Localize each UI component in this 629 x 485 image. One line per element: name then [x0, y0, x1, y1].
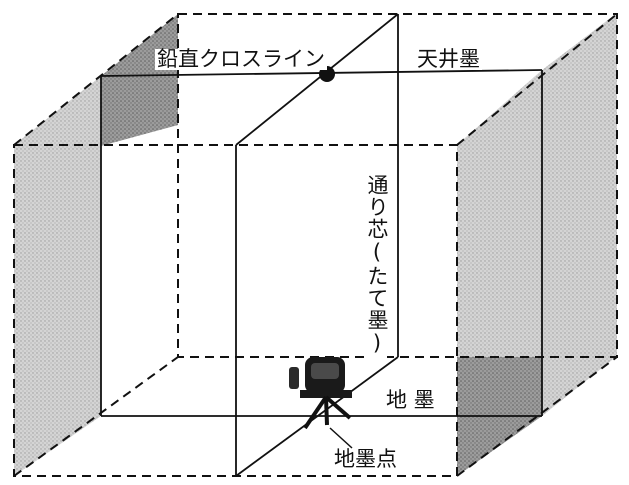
left-wall-panel	[14, 76, 101, 476]
box-edge-connectors	[13, 13, 618, 477]
ceiling-mark-label: 天井墨	[415, 47, 482, 71]
left-wall-top-dark	[101, 14, 178, 146]
grid-center-line-label: 通り芯(たて墨)	[365, 172, 389, 358]
floor-point-leader-line	[329, 427, 353, 449]
vertical-cross-line-label: 鉛直クロスライン	[155, 47, 327, 71]
vertical-laser-plane	[235, 13, 399, 477]
laser-level-device-icon	[289, 357, 352, 430]
right-wall-upper	[542, 13, 617, 416]
floor-mark-label: 地 墨	[384, 388, 437, 412]
cross-point-marker	[319, 66, 335, 82]
floor-mark-point-label: 地墨点	[332, 447, 399, 471]
